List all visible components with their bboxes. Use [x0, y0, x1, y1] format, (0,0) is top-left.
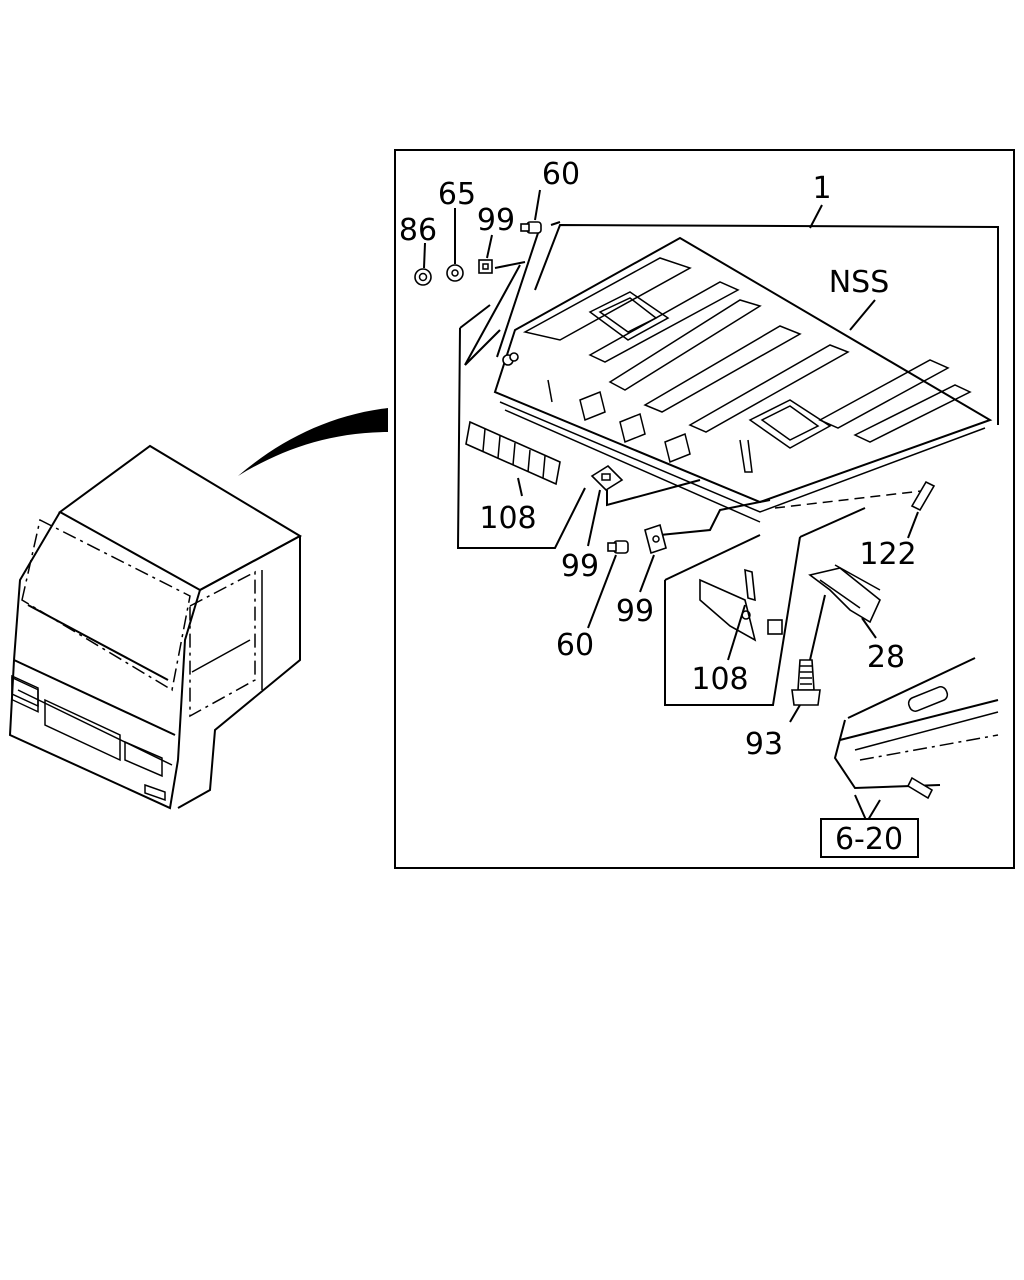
roof-panel	[493, 236, 993, 523]
part-86-washer	[414, 268, 432, 286]
part-122-pin	[910, 480, 936, 512]
part-108-strap-left	[465, 420, 561, 486]
part-99-clip-top	[478, 259, 493, 274]
part-93-bolt	[791, 659, 821, 706]
callout-65: 65	[438, 177, 476, 212]
callout-1: 1	[812, 171, 831, 206]
reference-box-label: 6-20	[835, 822, 903, 857]
leader-1	[534, 223, 999, 425]
part-28-bracket	[808, 564, 881, 624]
callout-28: 28	[867, 640, 905, 675]
roof-corner-fastener	[502, 352, 519, 366]
callout-99-mid: 99	[561, 549, 599, 584]
leader-99-top	[464, 264, 521, 366]
callout-122: 122	[859, 537, 916, 572]
callout-60-top: 60	[542, 157, 580, 192]
leader-60-top	[496, 226, 541, 358]
callout-108-left: 108	[479, 501, 536, 536]
callout-99-low: 99	[616, 594, 654, 629]
fender-ref-part	[833, 657, 999, 800]
callout-nss: NSS	[829, 265, 890, 300]
callout-60-low: 60	[556, 628, 594, 663]
detail-frame	[394, 149, 1015, 869]
callout-93: 93	[745, 727, 783, 762]
part-99-clip-low	[644, 523, 667, 555]
pointer-arrow	[238, 408, 388, 476]
part-60-screw-low	[607, 540, 629, 554]
callout-99-top: 99	[477, 203, 515, 238]
reference-box: 6-20	[820, 818, 919, 858]
part-60-screw-top	[520, 221, 542, 234]
part-65-washer	[446, 264, 464, 282]
part-99-clip-mid	[590, 464, 624, 492]
callout-86: 86	[399, 213, 437, 248]
truck-cab-overview	[8, 408, 388, 810]
part-108-bracket-right	[699, 568, 783, 642]
callout-108-right: 108	[691, 662, 748, 697]
